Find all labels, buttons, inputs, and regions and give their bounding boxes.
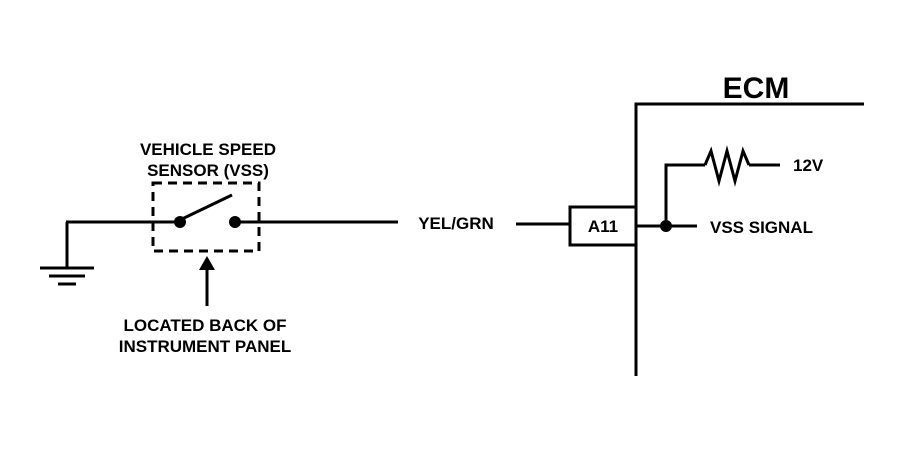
resistor-icon <box>703 145 751 187</box>
connector-pin-label: A11 <box>588 217 618 236</box>
location-line2: INSTRUMENT PANEL <box>119 337 292 356</box>
sensor-label-line2: SENSOR (VSS) <box>147 161 269 180</box>
ecm-outline <box>634 102 864 376</box>
switch-icon <box>174 193 241 228</box>
pullup-voltage-label: 12V <box>793 156 824 175</box>
ecm-title: ECM <box>723 72 790 105</box>
vss-sensor-box <box>151 181 261 253</box>
sensor-label-line1: VEHICLE SPEED <box>140 140 276 159</box>
location-line1: LOCATED BACK OF <box>123 316 286 335</box>
pullup-wire <box>664 163 705 226</box>
ground-icon <box>40 222 94 286</box>
vss-signal-label: VSS SIGNAL <box>710 218 813 237</box>
up-arrow-icon <box>199 256 215 306</box>
wire-color-label: YEL/GRN <box>418 214 494 233</box>
